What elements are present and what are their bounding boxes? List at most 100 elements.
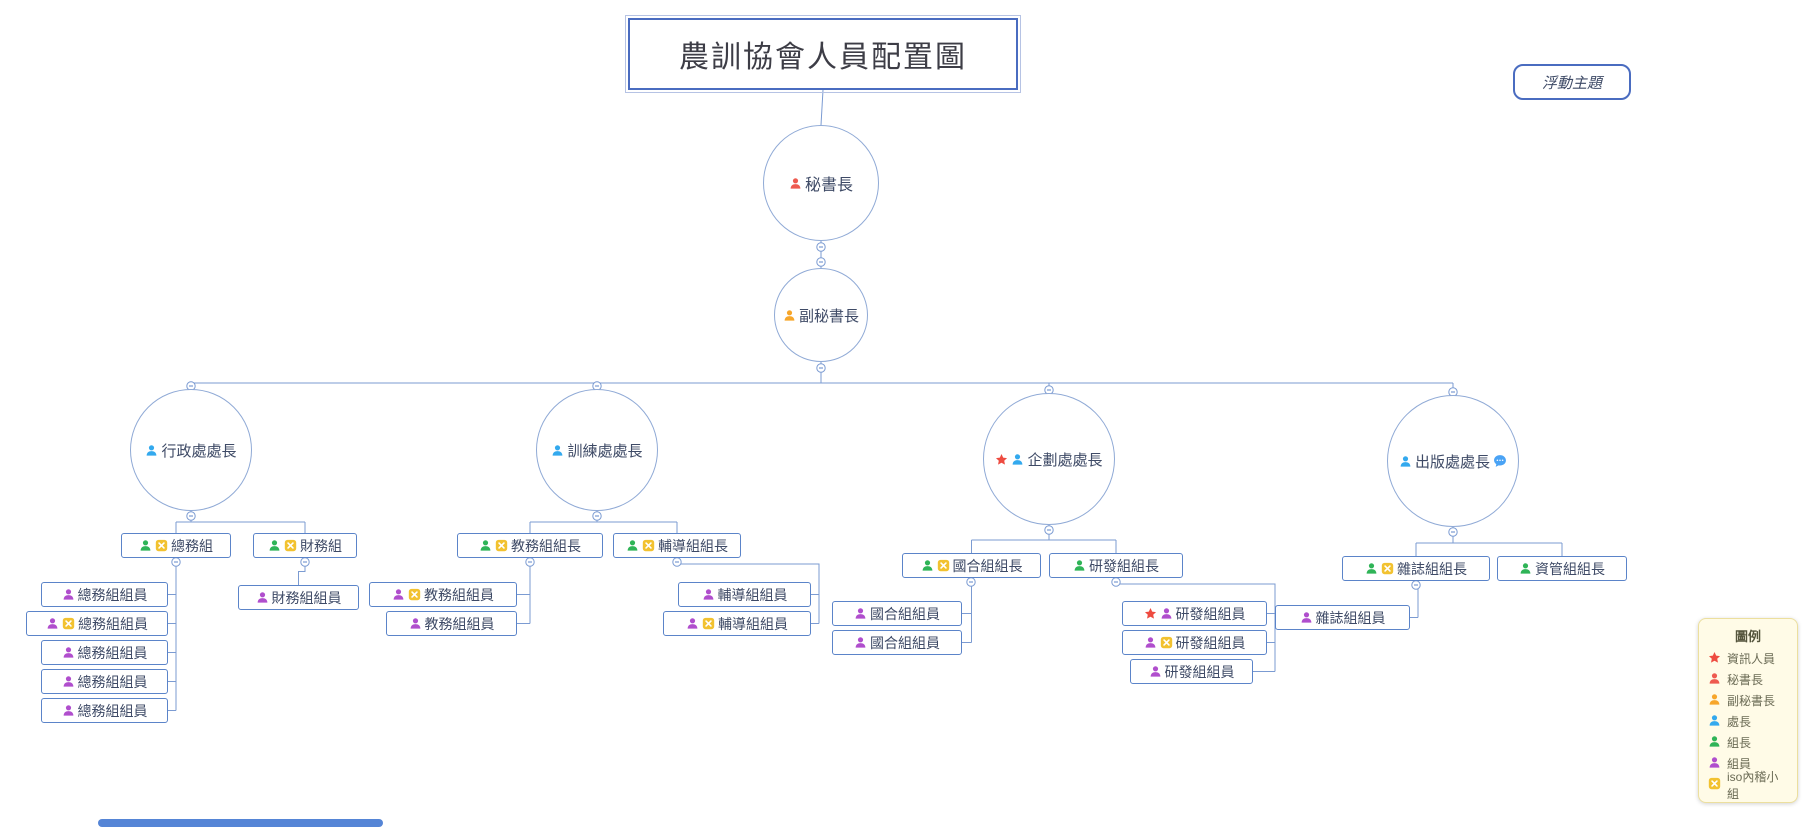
general-affairs-member-1[interactable]: 總務組組員 <box>41 582 168 607</box>
counseling-member-2-label: 輔導組組員 <box>718 615 788 632</box>
person-icon <box>921 559 934 572</box>
collapse-handle[interactable] <box>966 577 976 587</box>
person-icon <box>268 539 281 552</box>
general-affairs-member-5[interactable]: 總務組組員 <box>41 698 168 723</box>
general-affairs-member-3-label: 總務組組員 <box>77 644 148 661</box>
secretary-general[interactable]: 秘書長 <box>763 125 879 241</box>
iso-icon <box>642 539 655 552</box>
magazine-leader[interactable]: 雜誌組組長 <box>1342 556 1490 581</box>
rnd-member-3-label: 研發組組員 <box>1164 663 1235 680</box>
intl-coop-leader[interactable]: 國合組組長 <box>902 553 1041 578</box>
finance-group[interactable]: 財務組 <box>253 533 357 558</box>
iso-icon <box>702 617 715 630</box>
counseling-member-1[interactable]: 輔導組組員 <box>678 582 811 607</box>
info-mgmt-leader[interactable]: 資管組組長 <box>1497 556 1627 581</box>
person-icon <box>702 588 715 601</box>
collapse-handle[interactable] <box>816 257 826 267</box>
person-icon <box>62 704 75 717</box>
iso-icon <box>495 539 508 552</box>
floating-topic-label: 浮動主題 <box>1541 74 1602 92</box>
collapse-handle[interactable] <box>1044 525 1054 535</box>
iso-icon <box>62 617 75 630</box>
training-director-label: 訓練處處長 <box>567 442 643 460</box>
rnd-member-1-label: 研發組組員 <box>1175 605 1246 622</box>
secretary-general-label: 秘書長 <box>804 177 853 194</box>
person-icon <box>145 444 158 457</box>
legend-item-label: 副秘書長 <box>1727 694 1776 708</box>
person-icon <box>686 617 699 630</box>
legend-item: 副秘書長 <box>1708 690 1788 711</box>
person-icon <box>1144 636 1157 649</box>
collapse-handle[interactable] <box>592 511 602 521</box>
person-icon <box>1149 665 1162 678</box>
general-affairs-member-2-label: 總務組組員 <box>78 615 148 632</box>
iso-icon <box>937 559 950 572</box>
deputy-secretary-general[interactable]: 副秘書長 <box>774 268 868 362</box>
collapse-handle[interactable] <box>672 557 682 567</box>
person-icon <box>409 617 422 630</box>
rnd-member-1[interactable]: 研發組組員 <box>1122 601 1267 626</box>
publishing-director-label: 出版處處長 <box>1414 453 1490 471</box>
person-icon <box>1011 453 1024 466</box>
root-topic[interactable]: 農訓協會人員配置圖 <box>625 15 1021 93</box>
intl-coop-member-1[interactable]: 國合組組員 <box>832 601 962 626</box>
star-icon <box>995 453 1008 466</box>
collapse-handle[interactable] <box>1448 527 1458 537</box>
person-icon <box>1708 672 1721 688</box>
magazine-member-1[interactable]: 雜誌組組員 <box>1275 605 1410 630</box>
collapse-handle[interactable] <box>300 557 310 567</box>
legend-item-label: 秘書長 <box>1727 673 1764 687</box>
academic-member-1[interactable]: 教務組組員 <box>369 582 517 607</box>
person-icon <box>783 309 796 322</box>
intl-coop-member-2-label: 國合組組員 <box>870 634 940 651</box>
general-affairs-member-4[interactable]: 總務組組員 <box>41 669 168 694</box>
academic-leader[interactable]: 教務組組長 <box>457 533 603 558</box>
person-icon <box>62 646 75 659</box>
collapse-handle[interactable] <box>186 511 196 521</box>
person-icon <box>1300 611 1313 624</box>
counseling-leader[interactable]: 輔導組組長 <box>613 533 741 558</box>
collapse-handle[interactable] <box>816 242 826 252</box>
collapse-handle[interactable] <box>1411 580 1421 590</box>
person-icon <box>479 539 492 552</box>
collapse-handle[interactable] <box>525 557 535 567</box>
general-affairs-group[interactable]: 總務組 <box>121 533 231 558</box>
iso-icon <box>408 588 421 601</box>
counseling-member-1-label: 輔導組組員 <box>717 586 788 603</box>
collapse-handle[interactable] <box>171 557 181 567</box>
planning-director[interactable]: 企劃處處長 <box>983 393 1115 525</box>
collapse-handle[interactable] <box>816 363 826 373</box>
person-icon <box>551 444 564 457</box>
rnd-leader[interactable]: 研發組組長 <box>1049 553 1183 578</box>
legend-item-label: 資訊人員 <box>1727 652 1776 666</box>
info-mgmt-leader-label: 資管組組長 <box>1535 560 1605 577</box>
floating-topic[interactable]: 浮動主題 <box>1513 64 1631 100</box>
connector-line <box>820 89 824 126</box>
admin-director[interactable]: 行政處處長 <box>130 389 252 511</box>
academic-member-2[interactable]: 教務組組員 <box>386 611 517 636</box>
legend-item: 資訊人員 <box>1708 648 1788 669</box>
rnd-member-2[interactable]: 研發組組員 <box>1122 630 1267 655</box>
person-icon <box>854 607 867 620</box>
person-icon <box>62 675 75 688</box>
training-director[interactable]: 訓練處處長 <box>536 389 658 511</box>
person-icon <box>1160 607 1173 620</box>
rnd-member-3[interactable]: 研發組組員 <box>1130 659 1253 684</box>
person-icon <box>1708 735 1721 751</box>
intl-coop-member-2[interactable]: 國合組組員 <box>832 630 962 655</box>
collapse-handle[interactable] <box>1044 385 1054 395</box>
counseling-member-2[interactable]: 輔導組組員 <box>663 611 811 636</box>
person-icon <box>46 617 59 630</box>
collapse-handle[interactable] <box>1111 577 1121 587</box>
iso-icon <box>1381 562 1394 575</box>
legend-item: 秘書長 <box>1708 669 1788 690</box>
finance-member-1[interactable]: 財務組組員 <box>238 585 359 610</box>
publishing-director[interactable]: 出版處處長 <box>1387 395 1519 527</box>
scrollbar-horizontal[interactable] <box>98 819 383 827</box>
general-affairs-member-3[interactable]: 總務組組員 <box>41 640 168 665</box>
general-affairs-member-2[interactable]: 總務組組員 <box>26 611 168 636</box>
